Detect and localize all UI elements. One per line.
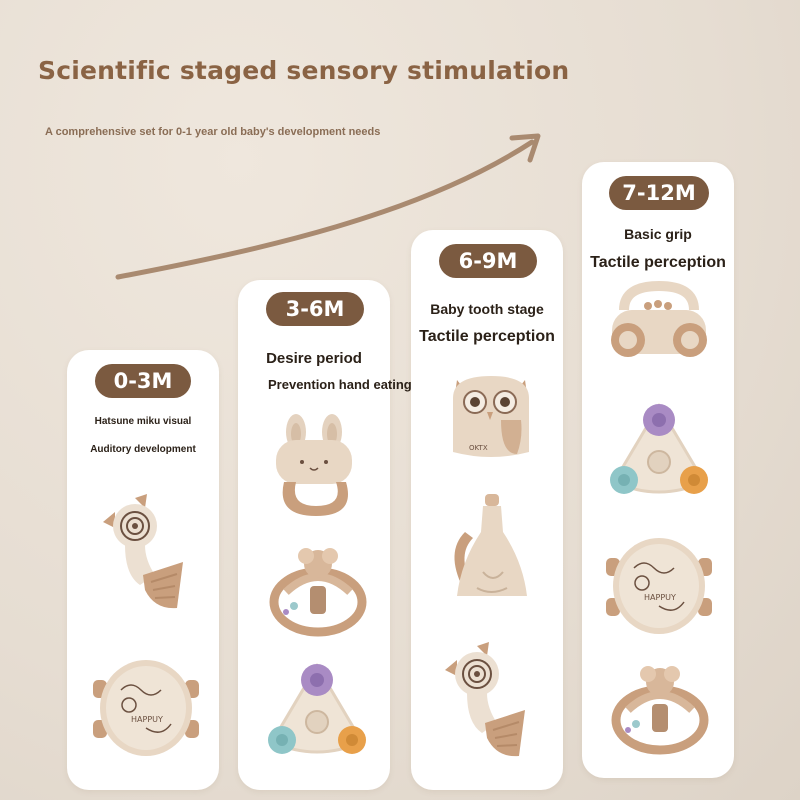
stage-badge: 3-6M	[266, 292, 364, 326]
flower-rattle-icon	[611, 666, 709, 755]
stage-card-0-3m: 0-3M Hatsune miku visual Auditory develo…	[67, 350, 219, 790]
page-subtitle: A comprehensive set for 0-1 year old bab…	[45, 126, 381, 138]
flower-rattle-icon	[269, 548, 367, 637]
tambourine-icon: HAPPUY	[606, 538, 712, 634]
stage-line2: Prevention hand eating	[268, 377, 412, 392]
bell-teether-icon	[454, 494, 527, 596]
stage-line2: Tactile perception	[590, 254, 726, 271]
stage-card-3-6m: 3-6M Desire period Prevention hand eatin…	[238, 280, 412, 790]
spinner-toy-icon	[610, 403, 708, 494]
tambourine-icon: HAPPUY	[93, 660, 199, 756]
owl-text: OKTX	[469, 444, 488, 452]
stage-line1: Baby tooth stage	[430, 301, 544, 317]
bird-rattle-icon	[103, 494, 183, 609]
stage-card-6-9m: 6-9M Baby tooth stage Tactile perception…	[411, 230, 563, 790]
tambourine-text: HAPPUY	[131, 715, 163, 724]
stage-line1: Desire period	[266, 350, 362, 367]
growth-arrow-icon	[115, 133, 541, 280]
stage-line1: Hatsune miku visual	[94, 416, 192, 427]
tambourine-text: HAPPUY	[644, 593, 676, 602]
stage-line1: Basic grip	[624, 226, 692, 242]
spinner-toy-icon	[268, 663, 366, 754]
car-toy-icon	[611, 280, 707, 357]
owl-rattle-icon: OKTX	[453, 376, 529, 457]
bird-rattle-icon	[445, 642, 525, 757]
page-title: Scientific staged sensory stimulation	[38, 56, 570, 85]
stage-badge: 7-12M	[609, 176, 709, 210]
stage-line2: Tactile perception	[419, 328, 555, 345]
stage-card-7-12m: 7-12M Basic grip Tactile perception	[582, 162, 734, 778]
stage-line2: Auditory development	[90, 444, 196, 455]
bunny-teether-icon	[276, 414, 352, 516]
stage-badge: 0-3M	[95, 364, 191, 398]
stage-badge: 6-9M	[439, 244, 537, 278]
